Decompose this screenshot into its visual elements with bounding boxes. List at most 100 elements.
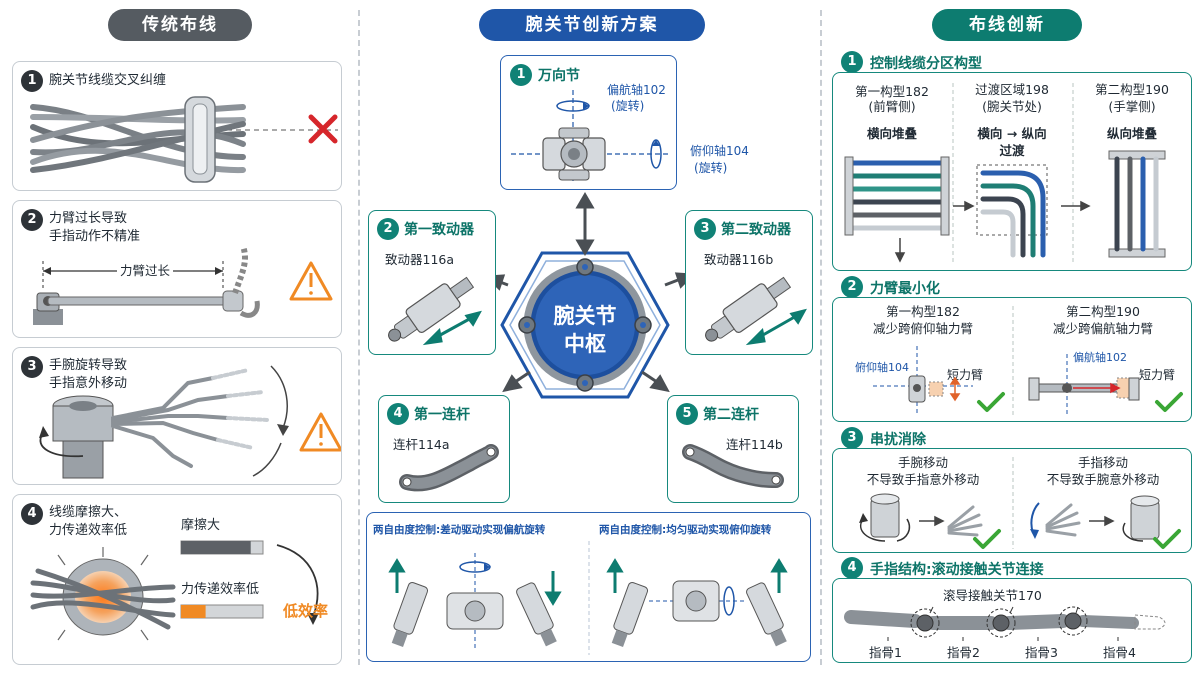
rolling-joint-label: 滚导接触关节170 <box>943 588 1042 603</box>
actuator-label: 致动器116a <box>385 252 455 267</box>
link-label: 连杆114b <box>726 437 783 452</box>
s2-left-line1: 第一构型182 <box>886 304 960 319</box>
s2-right-line2: 减少跨偏航轴力臂 <box>1052 321 1153 336</box>
section-title: 手指结构:滚动接触关节连接 <box>870 562 1044 578</box>
phalanx-label-3: 指骨3 <box>1025 645 1058 660</box>
second-link-card: 5 第二连杆 连杆114b <box>667 395 799 503</box>
long-lever-arm-illustration <box>33 245 333 325</box>
column-divider-right <box>820 10 822 665</box>
s3-left-line1: 手腕移动 <box>897 455 948 470</box>
efficiency-label: 力传递效率低 <box>181 582 260 597</box>
step-badge: 2 <box>377 218 399 240</box>
center-header: 腕关节创新方案 <box>479 9 705 41</box>
crosstalk-illustration <box>859 457 1181 549</box>
step-badge: 3 <box>21 356 43 378</box>
warning-icon <box>299 412 341 452</box>
left-card-1: 1 腕关节线缆交叉纠缠 <box>12 61 342 191</box>
s3-left-line2: 不导致手指意外移动 <box>866 472 980 487</box>
link-label: 连杆114a <box>393 437 450 452</box>
tangled-cables-illustration <box>30 96 338 183</box>
phalanx-label-2: 指骨2 <box>947 645 980 660</box>
short-arm-label: 短力臂 <box>1139 368 1176 382</box>
first-actuator-card: 2 第一致动器 致动器116a <box>368 210 496 355</box>
s2-left-line2: 减少跨俯仰轴力臂 <box>872 321 973 336</box>
check-icon <box>977 392 1005 412</box>
friction-cable-illustration <box>30 547 176 641</box>
lever-arm-panel: 第一构型182 减少跨俯仰轴力臂 第二构型190 减少跨偏航轴力臂 俯仰轴104… <box>832 297 1192 422</box>
card-title-line2: 手指意外移动 <box>49 376 128 391</box>
yaw-axis-sublabel: (旋转) <box>611 99 645 113</box>
dof-right-caption: 两自由度控制:均匀驱动实现俯仰旋转 <box>599 524 772 536</box>
card-title-line2: 力传递效率低 <box>49 523 128 538</box>
step-badge: 4 <box>387 403 409 425</box>
check-icon <box>1155 392 1183 412</box>
card-title-line2: 手指动作不精准 <box>49 229 141 244</box>
config1-type: 横向堆叠 <box>866 126 917 141</box>
arm-label: 力臂过长 <box>117 260 174 279</box>
left-card-3: 3 手腕旋转导致 手指意外移动 <box>12 347 342 485</box>
second-actuator-card: 3 第二致动器 致动器116b <box>685 210 813 355</box>
config1-label: 第一构型182 <box>855 84 929 99</box>
yaw-axis-label: 偏航轴102 <box>1073 351 1127 364</box>
left-card-4: 4 线缆摩擦大、 力传递效率低 摩擦大 力传递效率低 低效率 <box>12 494 342 665</box>
first-link-card: 4 第一连杆 连杆114a <box>378 395 510 503</box>
step-badge: 2 <box>841 276 863 298</box>
step-badge: 2 <box>21 209 43 231</box>
link-illustration <box>682 444 784 488</box>
link-illustration <box>399 444 499 492</box>
wrist-rotation-illustration <box>39 365 341 479</box>
check-icon <box>973 529 1001 549</box>
warning-icon <box>289 261 333 301</box>
friction-label: 摩擦大 <box>181 518 221 533</box>
card-title-line1: 线缆摩擦大、 <box>49 505 128 520</box>
s3-right-line2: 不导致手腕意外移动 <box>1046 472 1160 487</box>
step-badge: 1 <box>21 70 43 92</box>
efficiency-meter <box>180 544 319 625</box>
yaw-axis-label: 偏航轴102 <box>607 83 666 97</box>
phalanx-label-4: 指骨4 <box>1103 645 1136 660</box>
hub-title-line1: 腕关节 <box>553 304 617 328</box>
transition-type: 横向 → 纵向 <box>977 126 1047 141</box>
card-title: 第二连杆 <box>703 407 759 423</box>
low-efficiency-label: 低效率 <box>283 602 329 620</box>
card-title: 腕关节线缆交叉纠缠 <box>49 73 167 88</box>
finger-structure-panel: 滚导接触关节170 指骨1 指骨2 指骨3 指骨4 <box>832 578 1192 663</box>
section-title: 力臂最小化 <box>870 281 940 297</box>
check-icon <box>1153 529 1181 549</box>
hub-title-line2: 中枢 <box>564 332 606 356</box>
step-badge: 4 <box>841 557 863 579</box>
step-badge: 4 <box>21 503 43 525</box>
card-title: 第二致动器 <box>721 222 791 238</box>
left-header: 传统布线 <box>108 9 252 41</box>
config2-sub: (手掌侧) <box>1108 99 1156 114</box>
dof-illustrations <box>388 541 788 655</box>
transition-type-2: 过渡 <box>999 143 1025 158</box>
lever-arm-illustration <box>873 306 1183 416</box>
universal-joint-card: 1 万向节 偏航轴102 (旋转) <box>500 55 677 190</box>
step-badge: 3 <box>694 218 716 240</box>
config2-type: 纵向堆叠 <box>1106 126 1157 141</box>
pitch-axis-sublabel: (旋转) <box>694 161 728 175</box>
rolling-finger-illustration <box>844 606 1166 641</box>
left-card-2: 2 力臂过长导致 手指动作不精准 力臂过长 <box>12 200 342 338</box>
step-badge: 1 <box>510 64 532 86</box>
pitch-axis-label: 俯仰轴104 <box>855 361 909 374</box>
actuator-illustration <box>388 276 482 346</box>
universal-joint-illustration <box>511 90 671 181</box>
step-badge: 1 <box>841 51 863 73</box>
transition-sub: (腕关节处) <box>982 99 1042 114</box>
dof-left-caption: 两自由度控制:差动驱动实现偏航旋转 <box>373 524 546 536</box>
step-badge: 3 <box>841 427 863 449</box>
cable-zone-illustration <box>844 83 1166 263</box>
right-header: 布线创新 <box>932 9 1082 41</box>
card-title: 第一连杆 <box>414 407 470 423</box>
pitch-axis-label: 俯仰轴104 <box>690 144 749 158</box>
phalanx-label-1: 指骨1 <box>869 645 902 660</box>
s2-right-line1: 第二构型190 <box>1066 304 1140 319</box>
actuator-illustration <box>705 276 807 346</box>
cable-zone-panel: 第一构型182 (前臂侧) 横向堆叠 过渡区域198 (腕关节处) 横向 → 纵… <box>832 72 1192 271</box>
wrist-hub-hexagon <box>500 251 670 399</box>
step-badge: 5 <box>676 403 698 425</box>
dof-control-panel: 两自由度控制:差动驱动实现偏航旋转 两自由度控制:均匀驱动实现俯仰旋转 <box>366 512 811 662</box>
transition-label: 过渡区域198 <box>975 82 1049 97</box>
